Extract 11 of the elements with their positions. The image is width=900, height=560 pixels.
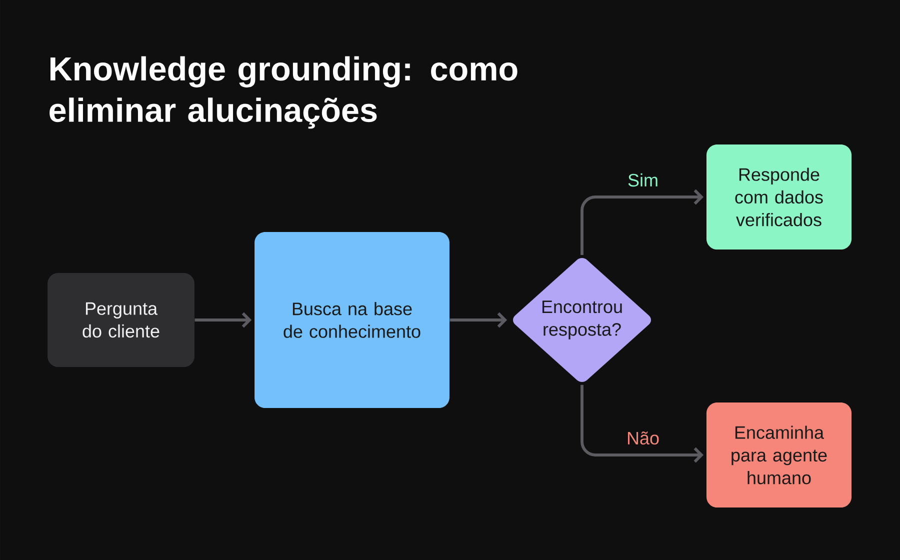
- arrow: [580, 384, 704, 463]
- outcome-box: Encaminha para agente humano: [706, 402, 852, 508]
- arrow: [580, 189, 704, 256]
- edge-label: Sim: [628, 173, 658, 187]
- title: Knowledge grounding: como eliminar alucinações: [50, 56, 518, 129]
- arrow: [450, 312, 508, 328]
- edge-label: Não: [628, 431, 659, 445]
- process-box: Busca na base de conhecimento: [254, 232, 450, 408]
- process-box: Pergunta do cliente: [48, 273, 194, 367]
- outcome-box: Responde com dados verificados: [706, 144, 852, 250]
- arrow: [194, 312, 252, 328]
